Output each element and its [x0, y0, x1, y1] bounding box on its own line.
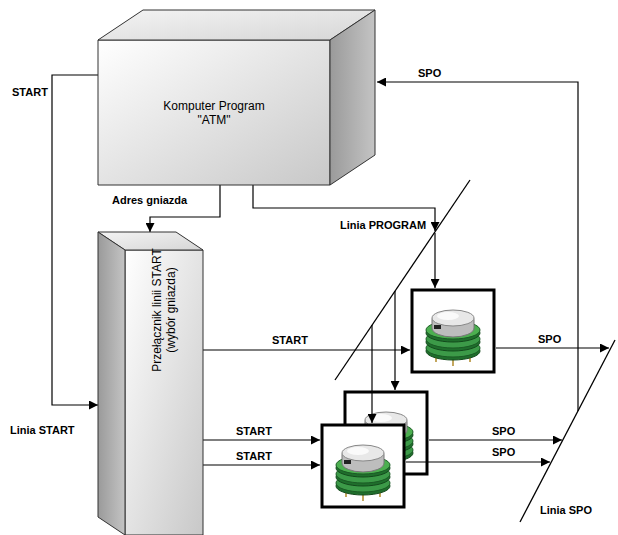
- bus-name: Linia START: [10, 424, 75, 437]
- connector-label: Adres gniazda: [112, 194, 187, 207]
- box-text-holder: Komputer Program "ATM": [98, 40, 330, 185]
- spo-wire: [496, 347, 609, 348]
- spo-wire: [429, 439, 562, 440]
- spo-return-wire: [377, 82, 578, 411]
- box-label: Przełącznik linii START (wybór gniazda): [150, 235, 178, 385]
- switch-box: Przełącznik linii START (wybór gniazda): [98, 232, 203, 535]
- spo-wire: [406, 461, 550, 462]
- program-wire: [371, 325, 372, 423]
- program-wire: [434, 233, 435, 288]
- signal-name: START: [236, 450, 272, 463]
- box-face: [330, 10, 375, 185]
- socket-module: [322, 425, 404, 507]
- signal-connector: [52, 75, 98, 405]
- spo-bus-line: [520, 340, 615, 522]
- start-wire: [203, 439, 320, 440]
- signal-name: SPO: [492, 425, 515, 438]
- computer-box: Komputer Program "ATM": [98, 10, 375, 185]
- connector-label: START: [12, 86, 48, 99]
- start-wire: [203, 349, 410, 350]
- box-face: [98, 10, 375, 40]
- start-wire: [203, 464, 320, 465]
- signal-name: SPO: [538, 333, 561, 346]
- box-face: [98, 232, 125, 535]
- box-label: Komputer Program "ATM": [159, 99, 269, 127]
- bus-name: Linia SPO: [540, 504, 592, 517]
- signal-name: SPO: [418, 67, 441, 80]
- signal-name: START: [236, 425, 272, 438]
- program-wire: [394, 291, 395, 390]
- bus-name: Linia PROGRAM: [340, 219, 426, 232]
- signal-name: SPO: [492, 446, 515, 459]
- box-text-holder: Przełącznik linii START (wybór gniazda): [150, 235, 178, 385]
- box-outline: [98, 10, 375, 185]
- program-wire: [253, 185, 435, 231]
- socket-module: [412, 290, 494, 372]
- signal-name: START: [272, 334, 308, 347]
- signal-connector: [150, 185, 220, 232]
- box-face: [98, 40, 330, 185]
